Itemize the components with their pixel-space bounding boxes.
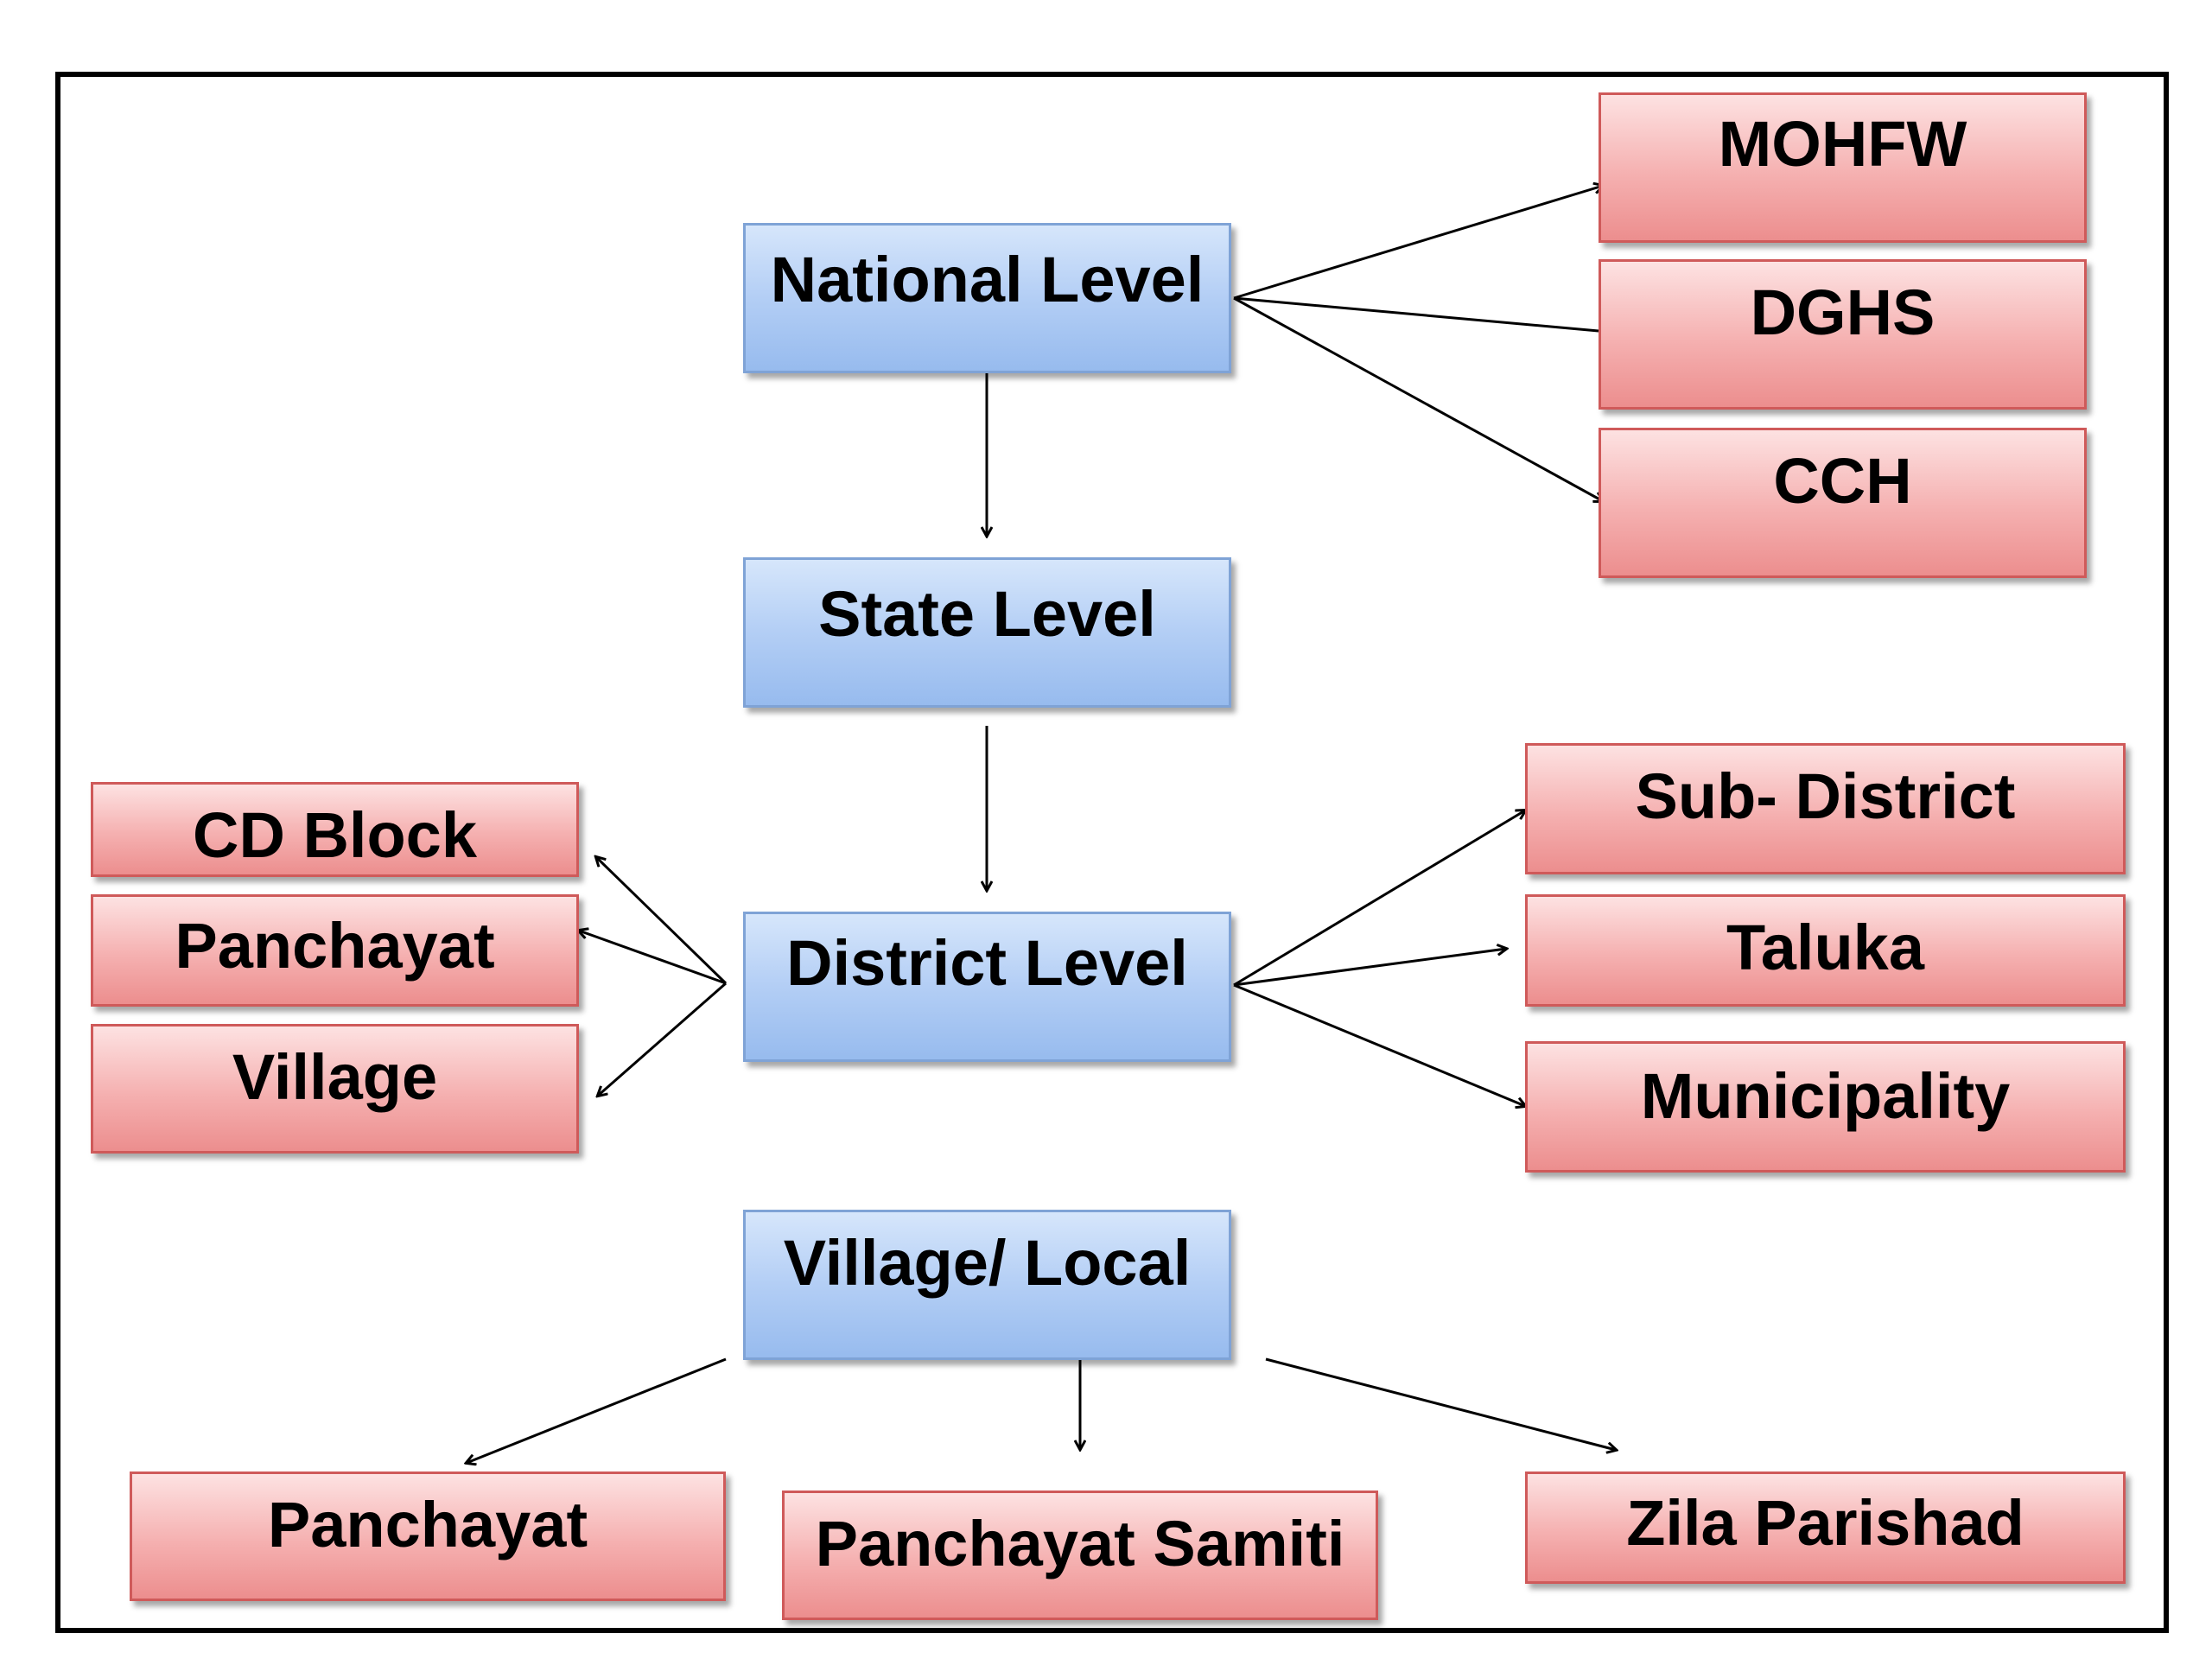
village-box: Village — [91, 1024, 579, 1154]
line-national-to-dghs — [1233, 296, 1599, 333]
municipality-label: Municipality — [1640, 1060, 2011, 1132]
state-level-box: State Level — [743, 557, 1231, 708]
arrow-district-to-taluka — [1233, 949, 1506, 987]
zila-parishad-box: Zila Parishad — [1525, 1471, 2126, 1584]
arrow-national-to-cch — [1233, 296, 1603, 501]
panchayat-samiti-box: Panchayat Samiti — [782, 1491, 1378, 1620]
cch-label: CCH — [1773, 445, 1912, 517]
zila-parishad-label: Zila Parishad — [1626, 1487, 2024, 1559]
arrow-village-local-to-panchayat — [467, 1357, 727, 1463]
dghs-box: DGHS — [1599, 259, 2087, 410]
panchayat-left-box: Panchayat — [91, 894, 579, 1007]
cd-block-box: CD Block — [91, 782, 579, 877]
sub-district-box: Sub- District — [1525, 743, 2126, 874]
diagram-frame — [55, 72, 2169, 1633]
village-local-label: Village/ Local — [783, 1227, 1192, 1299]
taluka-box: Taluka — [1525, 894, 2126, 1007]
national-level-label: National Level — [770, 244, 1205, 315]
arrow-district-to-municipality — [1233, 983, 1525, 1106]
arrow-district-to-sub-district — [1233, 810, 1525, 987]
village-local-box: Village/ Local — [743, 1210, 1231, 1360]
mohfw-label: MOHFW — [1718, 108, 1967, 180]
dghs-label: DGHS — [1750, 276, 1936, 348]
arrow-district-to-panchayat-left — [579, 931, 727, 985]
village-label: Village — [232, 1041, 438, 1113]
national-level-box: National Level — [743, 223, 1231, 373]
arrow-national-to-mohfw — [1233, 186, 1603, 300]
mohfw-box: MOHFW — [1599, 92, 2087, 243]
panchayat-samiti-label: Panchayat Samiti — [815, 1508, 1345, 1580]
district-level-label: District Level — [786, 927, 1188, 999]
district-level-box: District Level — [743, 912, 1231, 1062]
panchayat-bottom-box: Panchayat — [130, 1471, 726, 1601]
arrow-district-to-cd-block — [596, 857, 728, 985]
cch-box: CCH — [1599, 428, 2087, 578]
arrow-village-local-to-zila-parishad — [1265, 1357, 1616, 1450]
taluka-label: Taluka — [1726, 912, 1924, 983]
cd-block-label: CD Block — [193, 799, 477, 871]
panchayat-bottom-label: Panchayat — [267, 1489, 588, 1560]
arrow-district-to-village — [598, 982, 727, 1096]
panchayat-left-label: Panchayat — [175, 910, 495, 982]
sub-district-label: Sub- District — [1635, 760, 2016, 832]
municipality-box: Municipality — [1525, 1041, 2126, 1173]
state-level-label: State Level — [818, 578, 1156, 650]
